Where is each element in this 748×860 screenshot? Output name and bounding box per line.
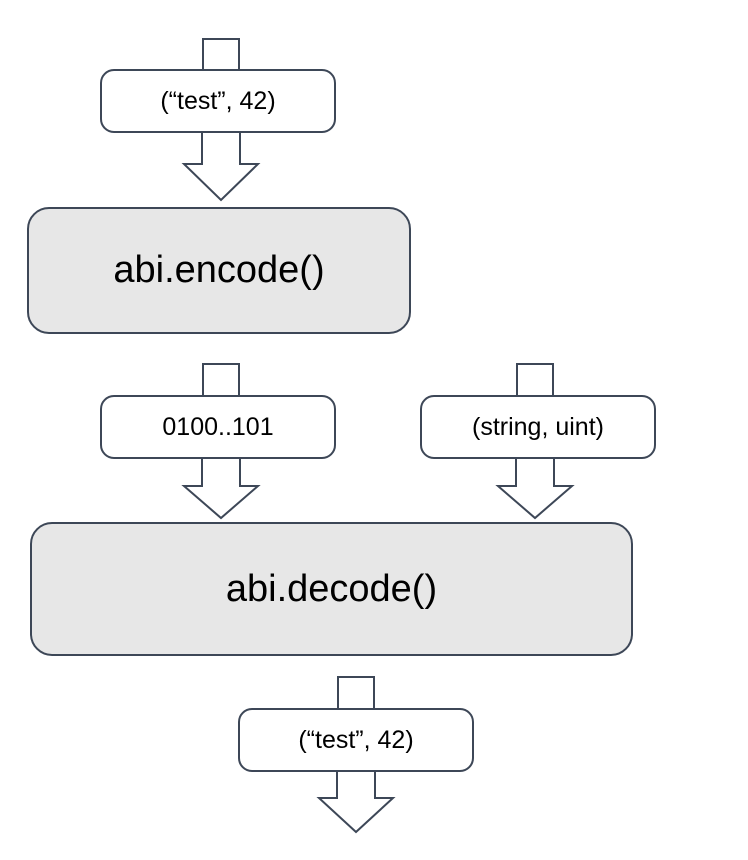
node-encoded-bytes: 0100..101 — [100, 395, 336, 459]
node-abi-decode: abi.decode() — [30, 522, 633, 656]
signature-stem — [516, 363, 554, 396]
decode-to-output-stem — [337, 676, 375, 709]
bytes-to-decode — [181, 457, 261, 520]
node-label-abi-encode: abi.encode() — [113, 249, 325, 291]
node-input-tuple: (“test”, 42) — [100, 69, 336, 133]
node-label-input-tuple: (“test”, 42) — [160, 86, 276, 115]
output-exit — [316, 770, 396, 834]
node-label-abi-decode: abi.decode() — [225, 567, 438, 610]
entry-stem — [202, 38, 240, 70]
signature-to-decode — [495, 457, 575, 520]
node-label-type-signature: (string, uint) — [472, 412, 604, 441]
input-to-encode — [181, 131, 261, 202]
node-type-signature: (string, uint) — [420, 395, 656, 459]
node-abi-encode: abi.encode() — [27, 207, 411, 334]
node-label-encoded-bytes: 0100..101 — [162, 412, 274, 441]
node-output-tuple: (“test”, 42) — [238, 708, 474, 772]
encode-to-bytes-stem — [202, 363, 240, 396]
node-label-output-tuple: (“test”, 42) — [298, 725, 414, 754]
